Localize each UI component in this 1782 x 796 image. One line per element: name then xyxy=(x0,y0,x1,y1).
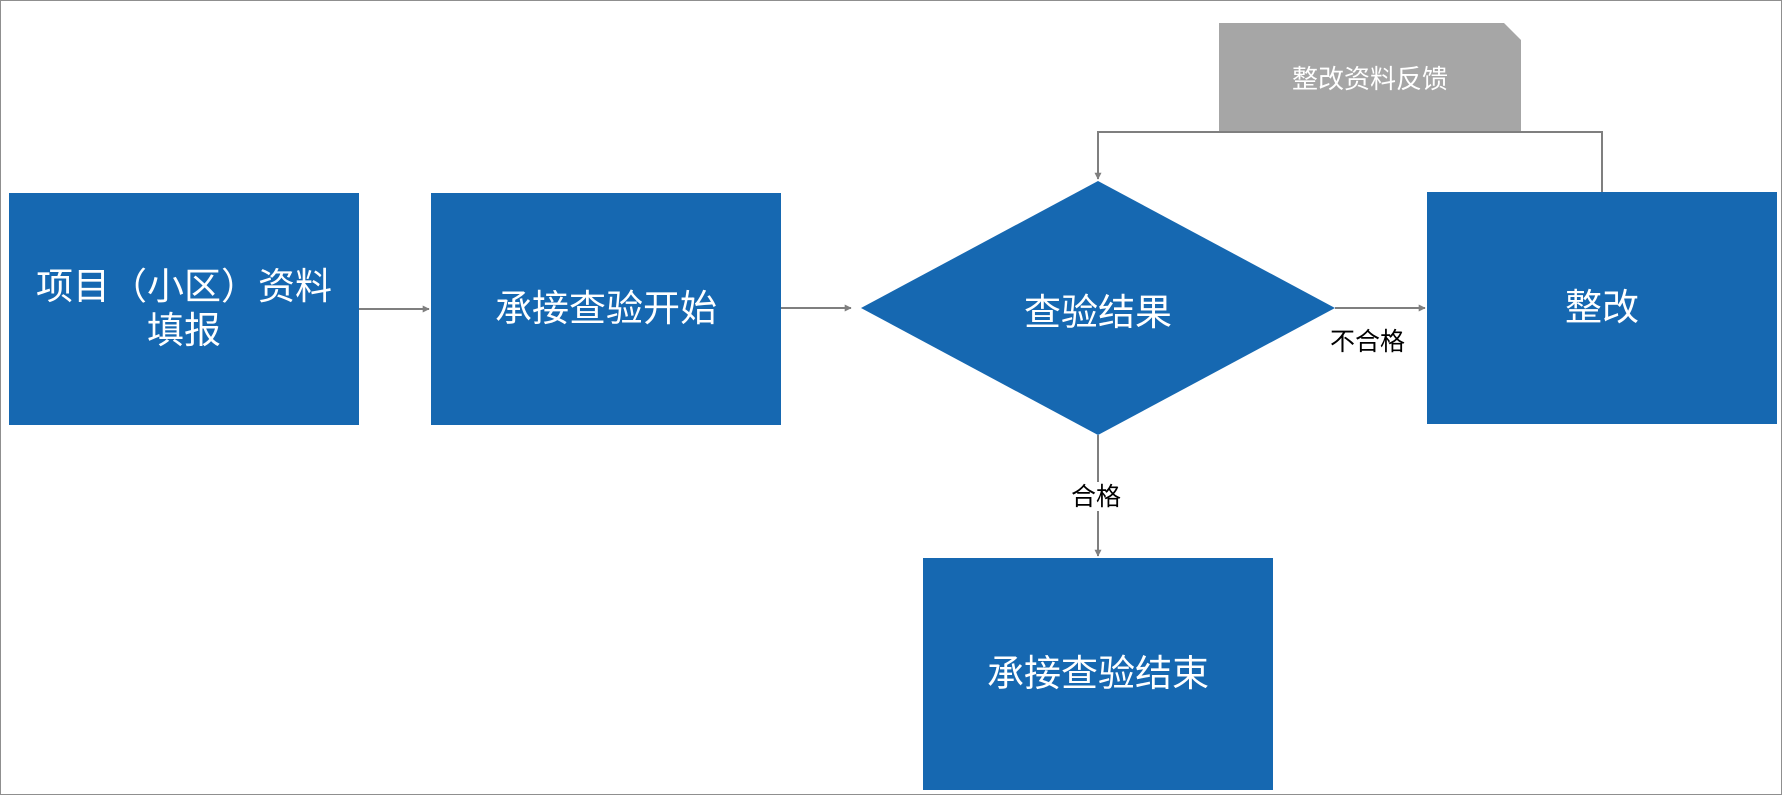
feedback-note-shape xyxy=(1219,23,1521,131)
project-fill-box: 项目（小区）资料填报 xyxy=(9,193,359,425)
decision-diamond xyxy=(861,181,1335,435)
rectify-label: 整改 xyxy=(1565,286,1639,330)
pass-edge-label: 合格 xyxy=(1069,482,1124,511)
inspection-result-label: 查验结果 xyxy=(1024,290,1172,334)
inspection-start-box: 承接查验开始 xyxy=(431,193,781,425)
rectify-feedback-label: 整改资料反馈 xyxy=(1291,64,1448,95)
inspection-end-label: 承接查验结束 xyxy=(987,652,1209,696)
rectify-feedback-note: 整改资料反馈 xyxy=(1219,23,1521,131)
arrow-rectify-feedback-loop xyxy=(1094,131,1603,192)
project-fill-label: 项目（小区）资料填报 xyxy=(36,265,332,352)
rectify-box: 整改 xyxy=(1427,192,1777,424)
fail-edge-label: 不合格 xyxy=(1328,327,1408,356)
inspection-end-box: 承接查验结束 xyxy=(923,558,1273,790)
inspection-start-label: 承接查验开始 xyxy=(495,287,717,331)
inspection-result-label-wrap: 查验结果 xyxy=(861,181,1335,436)
